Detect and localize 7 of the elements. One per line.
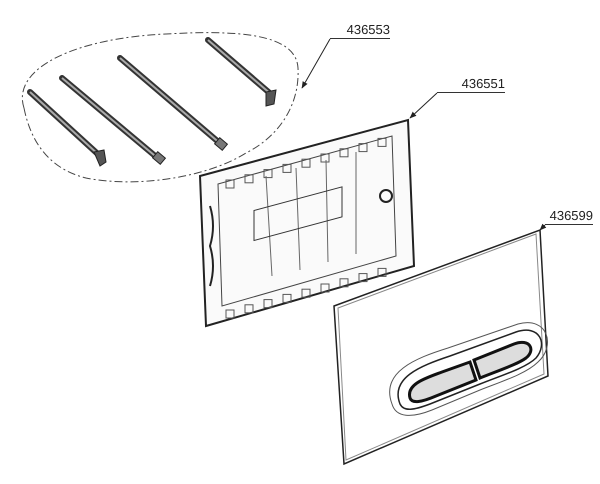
part-number: 436551 <box>437 76 505 93</box>
leader-line <box>302 38 330 89</box>
leader-line <box>409 92 438 118</box>
leader-line <box>540 224 546 230</box>
part-number: 436599 <box>545 208 593 225</box>
mounting-frame-drawing <box>196 116 418 330</box>
part-number: 436553 <box>330 22 390 39</box>
